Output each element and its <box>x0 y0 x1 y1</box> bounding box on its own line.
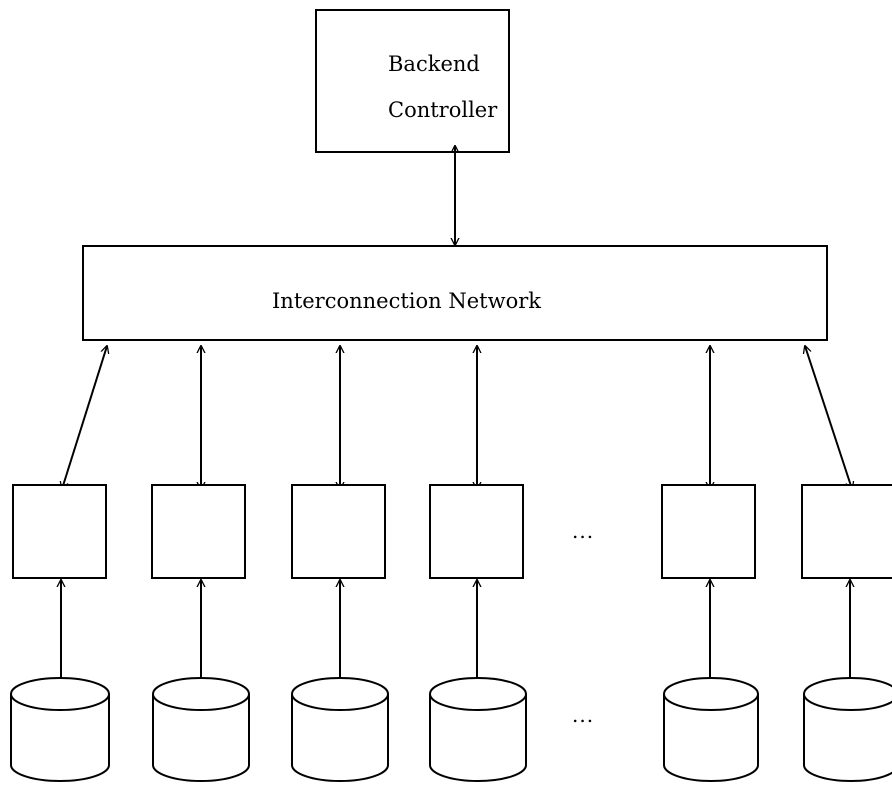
disk-ellipsis: ... <box>572 703 594 727</box>
network-processor-link-1 <box>62 346 107 489</box>
processor-box-3 <box>291 484 386 579</box>
controller-label-line1: Backend <box>388 52 480 76</box>
network-label: Interconnection Network <box>272 289 541 313</box>
disk-5 <box>663 677 759 782</box>
backend-controller-box <box>315 9 510 153</box>
disk-3 <box>291 677 389 782</box>
disk-4 <box>429 677 527 782</box>
disk-6 <box>803 677 892 782</box>
processor-box-5 <box>661 484 756 579</box>
processor-box-6 <box>801 484 892 579</box>
processor-box-4 <box>429 484 524 579</box>
controller-label-line2: Controller <box>388 98 498 122</box>
interconnection-network-box <box>82 245 828 341</box>
processor-ellipsis: ... <box>572 519 594 543</box>
disk-2 <box>152 677 250 782</box>
processor-box-2 <box>151 484 246 579</box>
processor-box-1 <box>12 484 107 579</box>
disk-1 <box>10 677 110 782</box>
network-processor-link-6 <box>805 346 852 489</box>
